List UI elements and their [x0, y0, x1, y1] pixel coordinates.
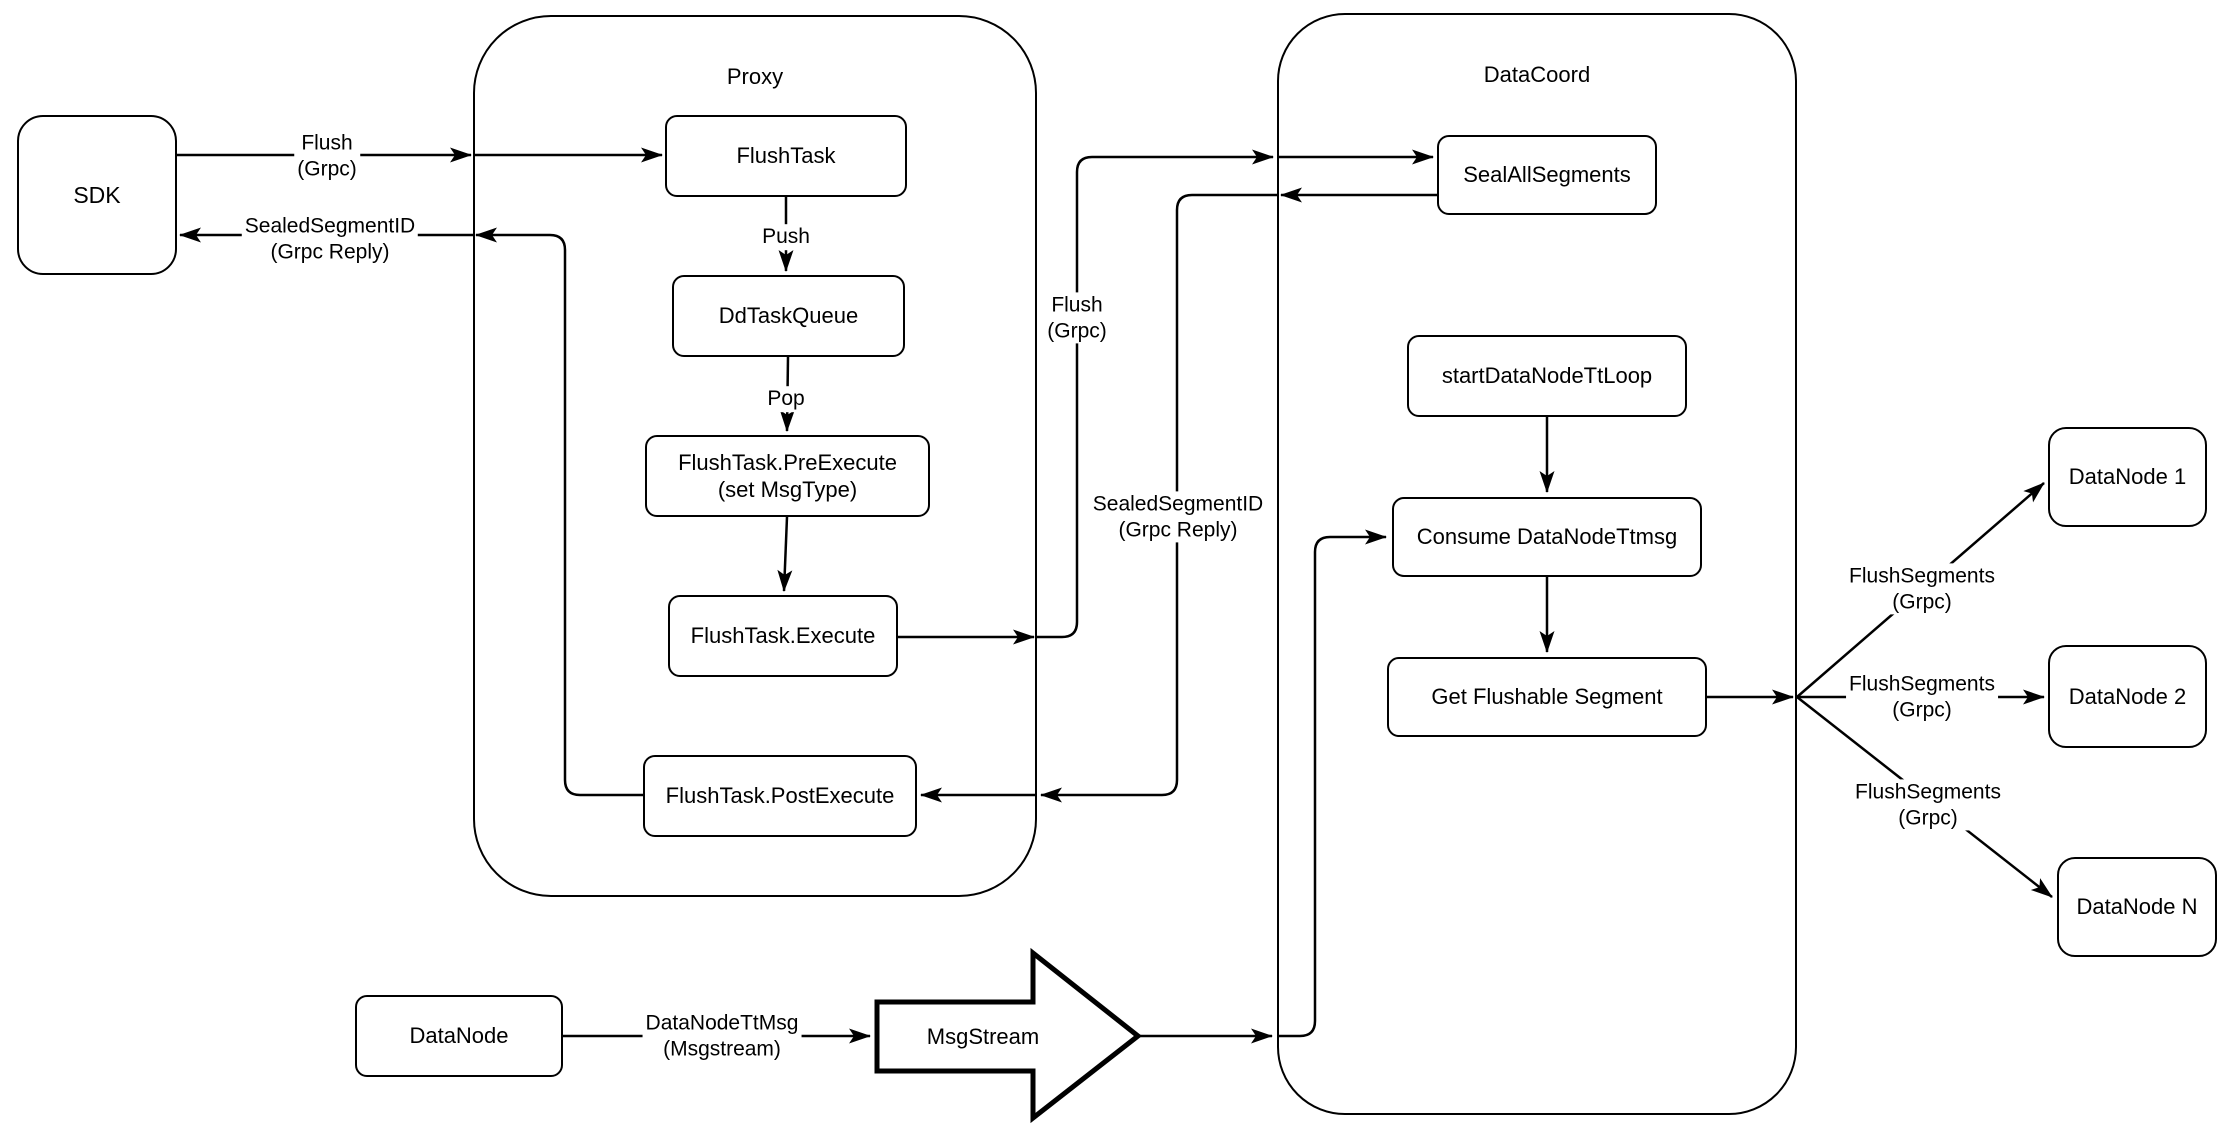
label-sealedsegmentid-sdk: SealedSegmentID (Grpc Reply)	[241, 213, 419, 265]
label-sealedsegmentid-mid-line1: SealedSegmentID	[1092, 492, 1264, 516]
msgstream-label: MsgStream	[926, 1024, 1040, 1049]
label-datanodettmsg-line1: DataNodeTtMsg	[645, 1011, 799, 1035]
label-flush-grpc-sdk-line2: (Grpc)	[297, 157, 357, 180]
label-datanodettmsg: DataNodeTtMsg (Msgstream)	[642, 1010, 802, 1062]
label-sealedsegmentid-mid: SealedSegmentID (Grpc Reply)	[1089, 491, 1267, 543]
node-ddtaskqueue-label: DdTaskQueue	[718, 303, 859, 329]
node-datanode-2: DataNode 2	[2048, 645, 2207, 748]
proxy-container	[473, 15, 1037, 897]
edge-msgstream-up-to-consume	[1277, 529, 1387, 1038]
node-flushtask-label: FlushTask	[736, 143, 836, 169]
node-datanode-n-label: DataNode N	[2076, 894, 2198, 920]
node-sealallsegments-label: SealAllSegments	[1463, 162, 1631, 188]
node-postexecute-label: FlushTask.PostExecute	[665, 783, 895, 809]
node-startdatanodettloop: startDataNodeTtLoop	[1407, 335, 1687, 417]
node-ddtaskqueue: DdTaskQueue	[672, 275, 905, 357]
label-flushsegments-3-line1: FlushSegments	[1855, 780, 2001, 804]
node-sdk: SDK	[17, 115, 177, 275]
edge-sealed-postexecute-to-proxy	[475, 227, 643, 797]
node-startdatanodettloop-label: startDataNodeTtLoop	[1441, 363, 1653, 389]
node-get-flushable-segment: Get Flushable Segment	[1387, 657, 1707, 737]
label-flushsegments-2-line1: FlushSegments	[1849, 672, 1995, 696]
node-datanode-2-label: DataNode 2	[2068, 683, 2187, 709]
node-preexecute: FlushTask.PreExecute (set MsgType)	[645, 435, 930, 517]
node-datanode-n: DataNode N	[2057, 857, 2217, 957]
label-sealedsegmentid-mid-line2: (Grpc Reply)	[1118, 518, 1238, 541]
node-postexecute: FlushTask.PostExecute	[643, 755, 917, 837]
node-flushtask: FlushTask	[665, 115, 907, 197]
proxy-title: Proxy	[726, 64, 784, 89]
node-sdk-label: SDK	[73, 181, 121, 208]
label-sealedsegmentid-sdk-line2: (Grpc Reply)	[270, 240, 390, 263]
label-flushsegments-1-line1: FlushSegments	[1849, 564, 1995, 588]
datacoord-title: DataCoord	[1483, 62, 1591, 87]
label-datanodettmsg-line2: (Msgstream)	[663, 1037, 781, 1060]
node-execute: FlushTask.Execute	[668, 595, 898, 677]
node-consume-datanodettmsg: Consume DataNodeTtmsg	[1392, 497, 1702, 577]
label-pop: Pop	[764, 386, 808, 412]
label-flushsegments-3: FlushSegments (Grpc)	[1852, 779, 2004, 831]
label-push: Push	[759, 224, 813, 250]
label-flush-grpc-mid-line1: Flush	[1051, 293, 1103, 317]
label-flushsegments-2: FlushSegments (Grpc)	[1846, 671, 1998, 723]
node-execute-label: FlushTask.Execute	[690, 623, 876, 649]
label-flush-grpc-sdk-line1: Flush	[301, 131, 353, 155]
edge-pre-to-execute	[777, 516, 793, 592]
node-sealallsegments: SealAllSegments	[1437, 135, 1657, 215]
node-preexecute-line1: FlushTask.PreExecute	[678, 449, 897, 475]
node-datanode-1: DataNode 1	[2048, 427, 2207, 527]
edge-flush-up-to-datacoord	[1037, 149, 1274, 639]
node-preexecute-line2: (set MsgType)	[717, 477, 858, 502]
label-flushsegments-3-line2: (Grpc)	[1898, 806, 1958, 829]
datacoord-container	[1277, 13, 1797, 1115]
label-flushsegments-2-line2: (Grpc)	[1892, 698, 1952, 721]
msgstream-block-arrow	[874, 947, 1143, 1124]
node-datanode-1-label: DataNode 1	[2068, 464, 2187, 490]
label-flush-grpc-mid: Flush (Grpc)	[1044, 292, 1110, 344]
label-flush-grpc-sdk: Flush (Grpc)	[294, 130, 360, 182]
node-consume-datanodettmsg-label: Consume DataNodeTtmsg	[1416, 524, 1678, 550]
node-datanode: DataNode	[355, 995, 563, 1077]
node-datanode-label: DataNode	[409, 1023, 509, 1049]
label-sealedsegmentid-sdk-line1: SealedSegmentID	[244, 214, 416, 238]
label-flushsegments-1: FlushSegments (Grpc)	[1846, 563, 1998, 615]
label-flushsegments-1-line2: (Grpc)	[1892, 590, 1952, 613]
label-flush-grpc-mid-line2: (Grpc)	[1047, 319, 1107, 342]
node-get-flushable-segment-label: Get Flushable Segment	[1431, 684, 1663, 710]
